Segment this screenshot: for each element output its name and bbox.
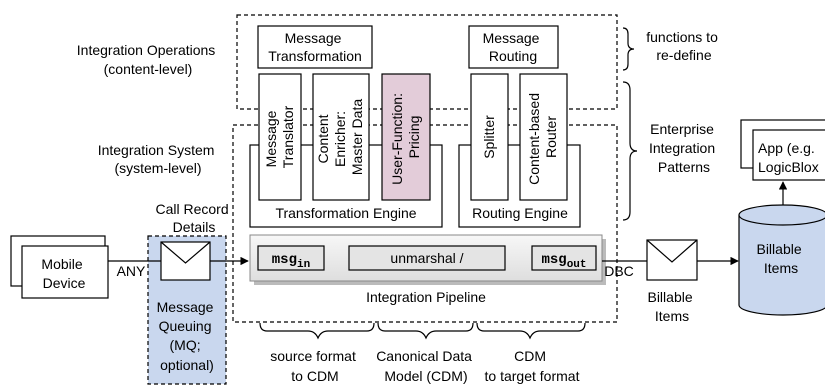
message-transformation-box [257,25,373,69]
routing-engine-label: Routing Engine [472,205,568,221]
call-record-envelope-icon [160,241,211,281]
transformation-engine-label: Transformation Engine [275,205,416,221]
source-format-brace [259,322,375,340]
unmarshal-box [348,245,506,271]
msg-out-box [531,245,597,271]
message-transformation-label: Message Transformation [268,30,362,64]
content-enricher-box [312,73,370,201]
dbc-label: DBC [604,263,634,279]
canonical-data-model-label: Canonical Data Model (CDM) [376,348,476,384]
call-record-details-label: Call Record Details [155,201,232,235]
canonical-data-model-brace [377,322,474,340]
billable-items-envelope-icon [646,239,698,281]
message-queuing-label: Message Queuing (MQ; optional) [157,299,218,373]
content-enricher-label: Content Enricher: Master Data [315,99,365,175]
integration-pipeline-label: Integration Pipeline [366,289,486,305]
user-function-pricing-box [381,73,431,201]
integration-operations-region [236,14,618,110]
billable-items-message-label: Billable Items [647,289,696,324]
splitter-box [470,73,509,201]
unmarshal-label: unmarshal / [390,250,463,266]
content-based-router-label: Content-based Router [526,89,559,185]
source-format-label: source format to CDM [270,348,359,384]
app-box [752,129,825,181]
msg-in-label: msgin [272,252,310,271]
integration-system-label: Integration System (system-level) [98,142,219,176]
cdm-target-brace [476,322,586,340]
billable-items-database-icon [738,204,825,316]
mobile-device-label: Mobile Device [41,256,86,291]
mobile-device-box [21,245,109,299]
billable-items-database-label: Billable Items [756,241,805,276]
integration-operations-label: Integration Operations (content-level) [77,42,219,77]
functions-brace [622,27,635,71]
user-function-pricing-label: User-Function: Pricing [389,89,422,185]
app-logicblox-label: App (e.g. LogicBlox [758,140,819,175]
content-based-router-box [519,73,568,201]
message-routing-label: Message Routing [483,30,544,64]
message-routing-box [468,25,559,69]
splitter-label: Splitter [481,115,497,159]
enterprise-patterns-brace [622,81,638,221]
message-translator-box [258,73,302,201]
any-label: ANY [117,263,146,279]
message-translator-label: Message Translator [263,105,296,168]
msg-out-label: msgout [541,252,586,271]
cdm-target-format-label: CDM to target format [485,348,580,384]
msg-in-box [257,245,325,271]
enterprise-integration-patterns-label: Enterprise Integration Patterns [649,121,719,175]
functions-to-redefine-label: functions to re-define [646,29,722,63]
